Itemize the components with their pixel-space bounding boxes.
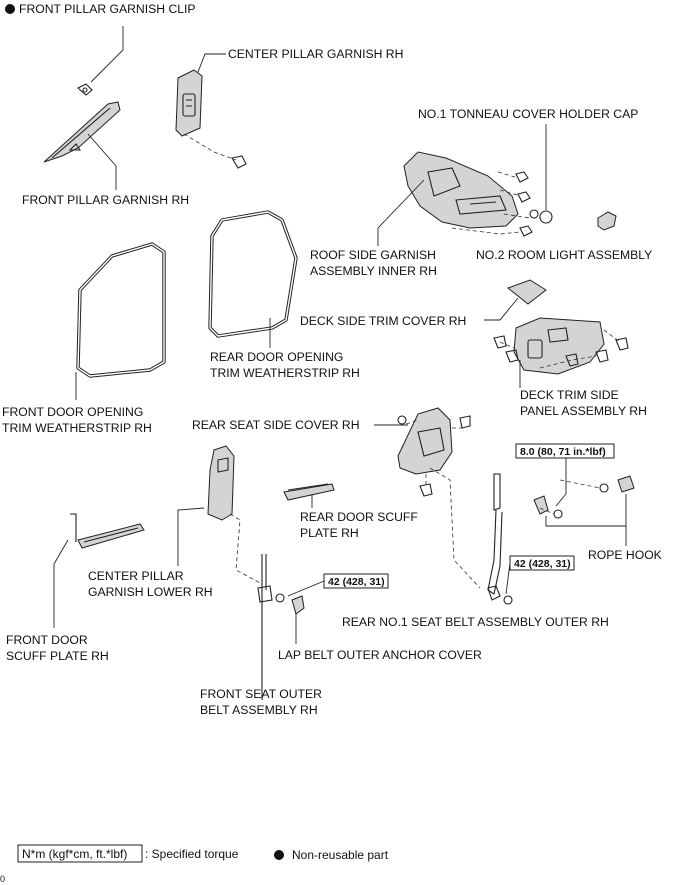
- label-deck-trim-side-2: PANEL ASSEMBLY RH: [520, 404, 647, 418]
- rear-seat-belt-icon: [487, 473, 503, 601]
- label-center-pillar-lower-1: CENTER PILLAR: [88, 569, 184, 583]
- label-front-pillar-garnish-rh: FRONT PILLAR GARNISH RH: [22, 193, 189, 207]
- label-rear-door-opening-2: TRIM WEATHERSTRIP RH: [210, 366, 360, 380]
- label-front-door-opening-2: TRIM WEATHERSTRIP RH: [2, 421, 152, 435]
- label-front-seat-belt-2: BELT ASSEMBLY RH: [200, 703, 318, 717]
- clip-icon: [231, 155, 247, 169]
- bolt-icon: [503, 595, 513, 605]
- room-light-icon: [597, 211, 617, 231]
- label-rear-door-scuff-2: PLATE RH: [300, 526, 359, 540]
- center-pillar-garnish-icon: [175, 69, 203, 137]
- label-rear-no1-seat-belt: REAR NO.1 SEAT BELT ASSEMBLY OUTER RH: [342, 615, 609, 629]
- label-roof-side-garnish-1: ROOF SIDE GARNISH: [310, 248, 436, 262]
- label-front-pillar-garnish-clip: FRONT PILLAR GARNISH CLIP: [19, 2, 196, 16]
- non-reusable-bullet-icon: [5, 4, 15, 14]
- rear-door-weatherstrip-icon: [208, 210, 298, 338]
- clip-icon: [493, 335, 629, 367]
- torque-rear-belt: 42 (428, 31): [514, 558, 571, 570]
- legend-non-reusable-text: Non-reusable part: [292, 848, 389, 862]
- deck-trim-side-panel-icon: [513, 317, 605, 375]
- label-center-pillar-garnish-rh: CENTER PILLAR GARNISH RH: [228, 47, 403, 61]
- legend-torque-box: [17, 844, 143, 863]
- label-no2-room-light-assembly: NO.2 ROOM LIGHT ASSEMBLY: [476, 248, 652, 262]
- torque-rope-hook: 8.0 (80, 71 in.*lbf): [520, 446, 606, 458]
- legend-torque-text: : Specified torque: [145, 847, 239, 861]
- corner-mark: 0: [0, 874, 5, 884]
- clip-icon: [397, 415, 471, 497]
- front-seat-belt-icon: [257, 554, 273, 700]
- label-roof-side-garnish-2: ASSEMBLY INNER RH: [310, 264, 437, 278]
- front-door-scuff-plate-icon: [70, 513, 145, 549]
- lap-belt-anchor-cover-icon: [291, 595, 305, 615]
- bolt-icon: [553, 483, 609, 519]
- label-front-door-scuff-1: FRONT DOOR: [6, 633, 88, 647]
- legend-torque-units: N*m (kgf*cm, ft.*lbf): [22, 847, 127, 861]
- label-no1-tonneau-cover-holder-cap: NO.1 TONNEAU COVER HOLDER CAP: [418, 107, 638, 121]
- front-door-weatherstrip-icon: [76, 242, 166, 378]
- label-rope-hook: ROPE HOOK: [588, 548, 662, 562]
- rope-hook-icon: [533, 475, 635, 515]
- label-front-door-scuff-2: SCUFF PLATE RH: [6, 649, 109, 663]
- rear-seat-side-cover-icon: [397, 407, 453, 475]
- front-pillar-garnish-icon: [43, 101, 121, 163]
- label-rear-seat-side-cover-rh: REAR SEAT SIDE COVER RH: [192, 418, 360, 432]
- label-deck-side-trim-cover-rh: DECK SIDE TRIM COVER RH: [300, 314, 466, 328]
- legend-non-reusable-icon: [274, 850, 284, 860]
- roof-side-garnish-icon: [403, 151, 519, 229]
- front-pillar-garnish-clip-icon: [77, 83, 93, 96]
- label-lap-belt-outer-anchor-cover: LAP BELT OUTER ANCHOR COVER: [278, 648, 482, 662]
- label-front-door-opening-1: FRONT DOOR OPENING: [2, 405, 143, 419]
- label-rear-door-opening-1: REAR DOOR OPENING: [210, 350, 343, 364]
- bolt-icon: [275, 593, 285, 603]
- label-center-pillar-lower-2: GARNISH LOWER RH: [88, 585, 213, 599]
- tonneau-cap-icon: [539, 210, 553, 224]
- rear-door-scuff-plate-icon: [283, 483, 335, 501]
- center-pillar-garnish-lower-icon: [207, 445, 235, 521]
- deck-side-trim-cover-icon: [506, 279, 547, 305]
- label-front-seat-belt-1: FRONT SEAT OUTER: [200, 687, 322, 701]
- label-rear-door-scuff-1: REAR DOOR SCUFF: [300, 510, 418, 524]
- label-deck-trim-side-1: DECK TRIM SIDE: [520, 388, 619, 402]
- torque-front-belt: 42 (428, 31): [328, 576, 385, 588]
- clip-icon: [515, 171, 539, 237]
